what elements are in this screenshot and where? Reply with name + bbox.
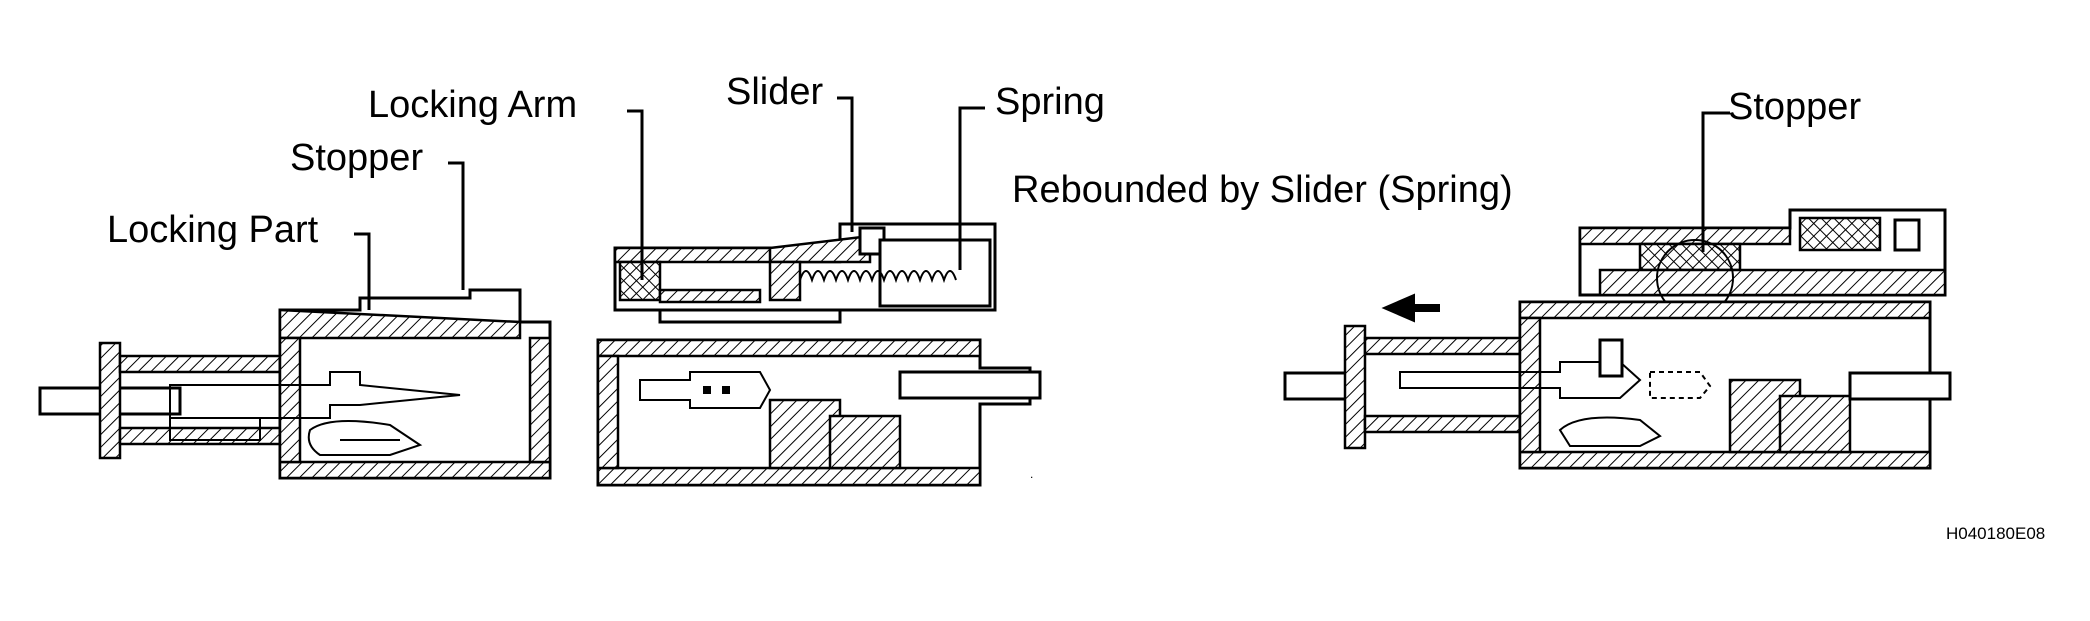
right-connector [1283,208,1952,470]
left-lance [307,420,423,456]
left-housing-top-hatch [278,308,522,340]
spring-coil [799,270,957,284]
right-terminal [1399,361,1642,399]
left-bottom-wall [118,426,282,446]
label-rebounded: Rebounded by Slider (Spring) [1012,169,1513,211]
leader-locking-arm [627,109,644,280]
female-terminal [639,371,772,409]
middle-wire [898,370,1042,400]
label-spring: Spring [995,81,1105,123]
female-bottom-hatch [596,466,982,487]
label-slider: Slider [726,71,823,113]
label-stopper-right: Stopper [1728,86,1861,128]
locking-arm-cross [618,260,662,302]
leader-locking-part [354,232,371,310]
left-housing-front-hatch [278,336,302,464]
leader-spring [958,106,985,270]
left-housing-back-hatch [528,336,552,464]
middle-connector: . [596,222,1042,487]
female-top-hatch [596,338,982,358]
figure-code: H040180E08 [1946,524,2045,543]
leader-stopper-right [1701,111,1730,252]
left-terminal-pin [169,371,461,419]
leader-stopper-left [448,161,465,290]
left-terminal-crimp [169,418,261,441]
left-connector [38,288,552,480]
left-end-flange [98,341,122,460]
left-top-wall [118,354,282,374]
leader-lines [354,96,1730,310]
label-stopper-left: Stopper [290,137,423,179]
leader-slider [837,96,854,232]
right-wire-right [1848,371,1952,401]
left-housing-bottom-hatch [278,460,552,480]
pull-direction-arrow-icon [1381,293,1440,323]
svg-text:.: . [1030,467,1033,481]
label-locking-part: Locking Part [107,209,319,251]
label-locking-arm: Locking Arm [368,84,577,126]
